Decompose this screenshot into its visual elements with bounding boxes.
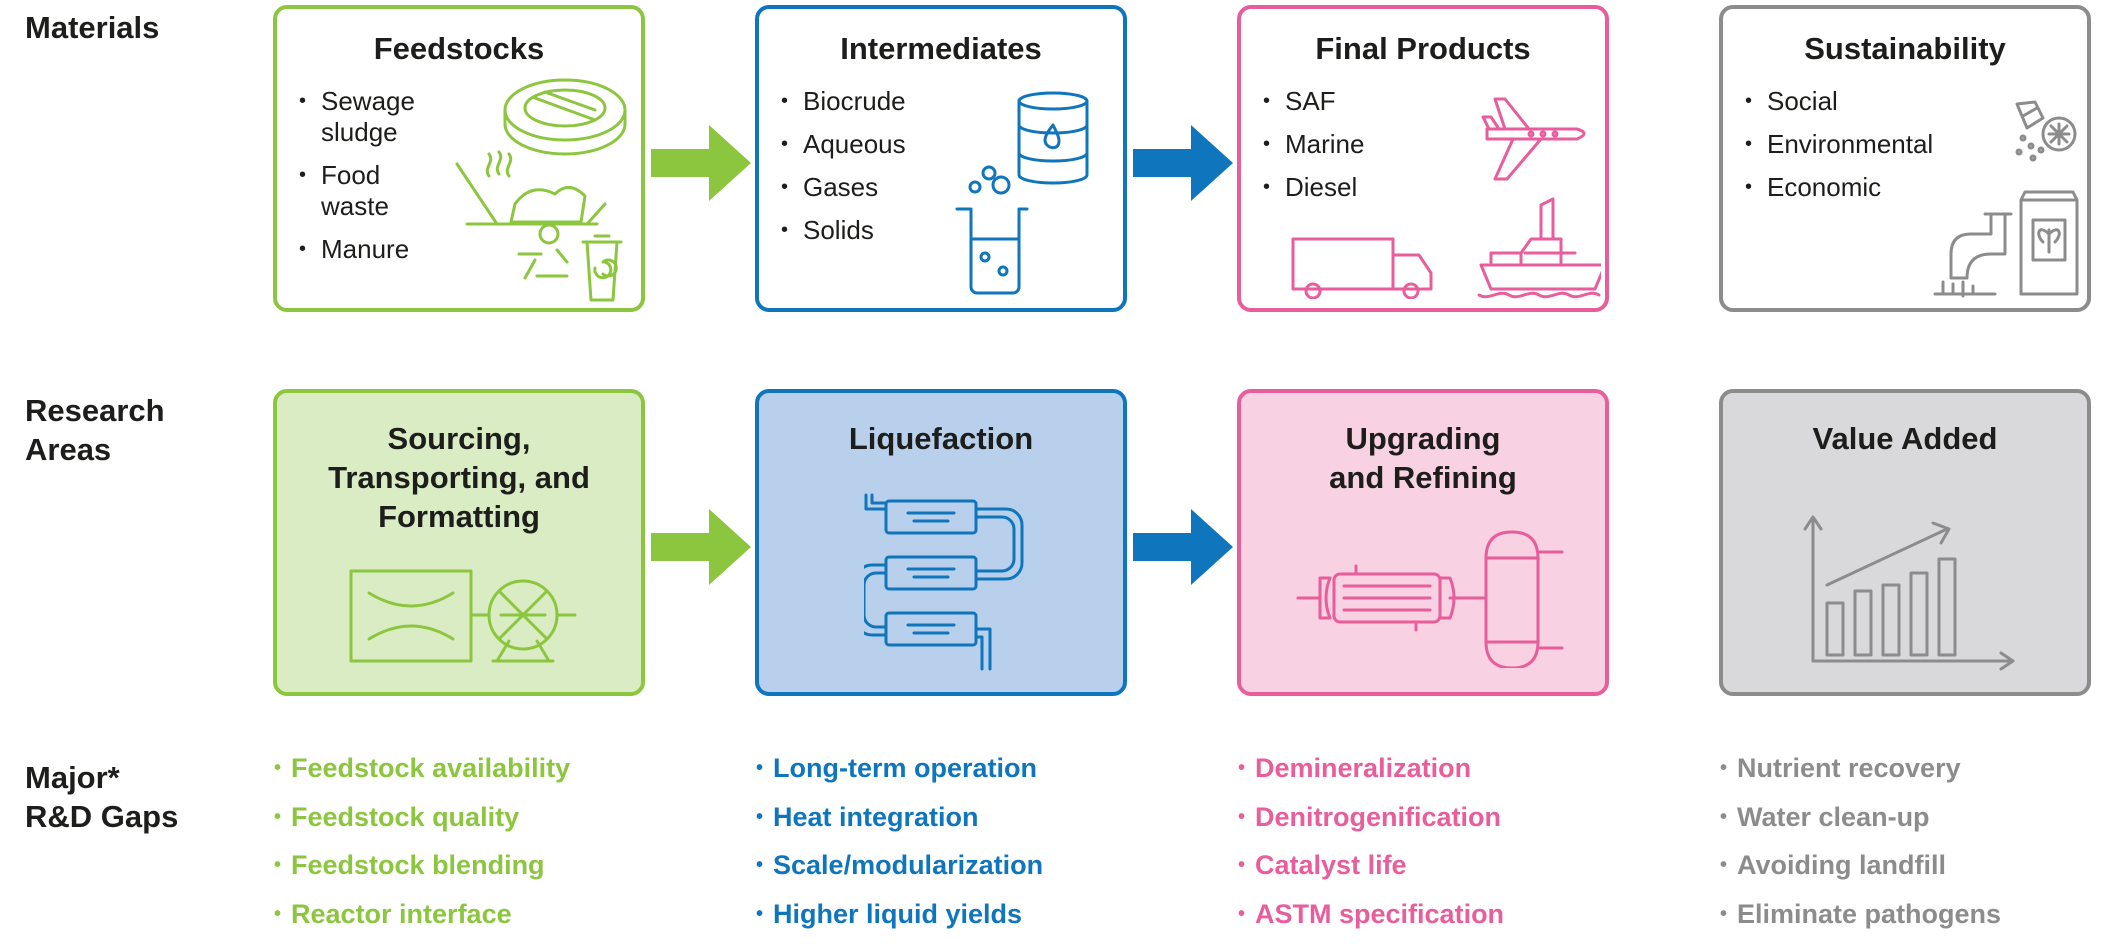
gaps-list-upgrading: •Demineralization •Denitrogenification •… bbox=[1238, 752, 1504, 946]
list-item: Biocrude bbox=[779, 86, 906, 117]
gap-text: Denitrogenification bbox=[1255, 801, 1502, 832]
list-item: •Nutrient recovery bbox=[1720, 753, 1961, 783]
sustainability-title: Sustainability bbox=[1804, 31, 2006, 66]
list-item: Economic bbox=[1743, 172, 1933, 203]
list-item: •Demineralization bbox=[1238, 753, 1472, 783]
list-item: •Water clean-up bbox=[1720, 801, 1930, 832]
transport-vehicles-icon bbox=[1291, 97, 1601, 299]
gap-text: Feedstock quality bbox=[291, 801, 520, 832]
row-label-research-line1: Research bbox=[25, 393, 165, 428]
list-item: •Denitrogenification bbox=[1238, 801, 1502, 832]
row-label-materials: Materials bbox=[25, 8, 159, 47]
gaps-list-value-added: •Nutrient recovery •Water clean-up •Avoi… bbox=[1720, 752, 2001, 946]
row-label-research-areas: Research Areas bbox=[25, 391, 165, 469]
gap-text: Heat integration bbox=[773, 801, 979, 832]
list-item: •Feedstock blending bbox=[274, 850, 545, 880]
list-item: Sewage sludge bbox=[297, 86, 415, 148]
arrow-right-icon bbox=[651, 509, 751, 585]
sludge-tank-icon bbox=[455, 78, 627, 302]
growth-chart-icon bbox=[1803, 515, 2015, 671]
arrow-right-icon bbox=[651, 125, 751, 201]
intermediates-list: Biocrude Aqueous Gases Solids bbox=[779, 86, 906, 258]
gap-text: Catalyst life bbox=[1255, 850, 1407, 880]
value-added-box: Value Added bbox=[1719, 389, 2091, 696]
gap-text: Avoiding landfill bbox=[1737, 850, 1947, 880]
list-item: •Higher liquid yields bbox=[756, 898, 1023, 929]
gap-text: Reactor interface bbox=[291, 898, 512, 929]
arrow-right-icon bbox=[1133, 125, 1233, 201]
value-added-title: Value Added bbox=[1812, 421, 1998, 456]
gap-text: Eliminate pathogens bbox=[1737, 898, 2002, 929]
final-products-box: Final Products SAF Marine Diesel bbox=[1237, 5, 1609, 312]
intermediates-title: Intermediates bbox=[840, 31, 1042, 66]
list-item: SAF bbox=[1261, 86, 1364, 117]
list-item: •Reactor interface bbox=[274, 898, 512, 929]
gap-text: Nutrient recovery bbox=[1737, 753, 1961, 783]
feedstocks-title: Feedstocks bbox=[373, 31, 545, 66]
list-item: Environmental bbox=[1743, 129, 1933, 160]
gap-text: Feedstock blending bbox=[291, 850, 545, 880]
feedstocks-list: Sewage sludge Food waste Manure bbox=[297, 86, 415, 277]
list-item: •Avoiding landfill bbox=[1720, 850, 1947, 880]
list-item: Solids bbox=[779, 215, 906, 246]
list-item: •Heat integration bbox=[756, 801, 979, 832]
row-label-rd-gaps: Major* R&D Gaps bbox=[25, 758, 178, 836]
list-item: •ASTM specification bbox=[1238, 898, 1505, 929]
row-label-research-line2: Areas bbox=[25, 432, 112, 467]
sourcing-title: Sourcing, Transporting, and Formatting bbox=[328, 421, 590, 534]
gap-text: Higher liquid yields bbox=[773, 898, 1023, 929]
list-item: •Scale/modularization bbox=[756, 850, 1044, 880]
final-products-list: SAF Marine Diesel bbox=[1261, 86, 1364, 215]
final-products-title: Final Products bbox=[1315, 31, 1531, 66]
heat-exchanger-column-icon bbox=[1296, 530, 1564, 668]
list-item: Food waste bbox=[297, 160, 415, 222]
gap-text: Scale/modularization bbox=[773, 850, 1044, 880]
upgrading-title: Upgrading and Refining bbox=[1329, 421, 1517, 495]
mixer-pump-icon bbox=[349, 569, 577, 663]
barrel-beaker-icon bbox=[955, 91, 1089, 295]
upgrading-box: Upgrading and Refining bbox=[1237, 389, 1609, 696]
gap-text: Feedstock availability bbox=[291, 753, 571, 783]
list-item: •Feedstock quality bbox=[274, 801, 520, 832]
row-label-materials-text: Materials bbox=[25, 10, 160, 45]
gap-text: ASTM specification bbox=[1255, 898, 1505, 929]
list-item: Gases bbox=[779, 172, 906, 203]
list-item: Diesel bbox=[1261, 172, 1364, 203]
gap-text: Long-term operation bbox=[773, 753, 1038, 783]
intermediates-box: Intermediates Biocrude Aqueous Gases Sol… bbox=[755, 5, 1127, 312]
list-item: •Eliminate pathogens bbox=[1720, 898, 2002, 929]
reactor-series-icon bbox=[864, 493, 1024, 671]
gap-text: Water clean-up bbox=[1737, 801, 1930, 832]
gaps-list-sourcing: •Feedstock availability •Feedstock quali… bbox=[274, 752, 570, 946]
liquefaction-title: Liquefaction bbox=[848, 421, 1034, 456]
list-item: •Feedstock availability bbox=[274, 753, 571, 783]
list-item: •Catalyst life bbox=[1238, 850, 1407, 880]
row-label-gaps-line1: Major* bbox=[25, 760, 120, 795]
gap-text: Demineralization bbox=[1255, 753, 1472, 783]
liquefaction-box: Liquefaction bbox=[755, 389, 1127, 696]
list-item: Manure bbox=[297, 234, 415, 265]
list-item: •Long-term operation bbox=[756, 753, 1038, 783]
feedstocks-box: Feedstocks Sewage sludge Food waste Manu… bbox=[273, 5, 645, 312]
list-item: Social bbox=[1743, 86, 1933, 117]
sourcing-box: Sourcing, Transporting, and Formatting bbox=[273, 389, 645, 696]
gaps-list-liquefaction: •Long-term operation •Heat integration •… bbox=[756, 752, 1043, 946]
row-label-gaps-line2: R&D Gaps bbox=[25, 799, 179, 834]
arrow-right-icon bbox=[1133, 509, 1233, 585]
sustainability-box: Sustainability Social Environmental Econ… bbox=[1719, 5, 2091, 312]
list-item: Aqueous bbox=[779, 129, 906, 160]
list-item: Marine bbox=[1261, 129, 1364, 160]
sustainability-list: Social Environmental Economic bbox=[1743, 86, 1933, 215]
sustainability-icons bbox=[1933, 100, 2079, 298]
